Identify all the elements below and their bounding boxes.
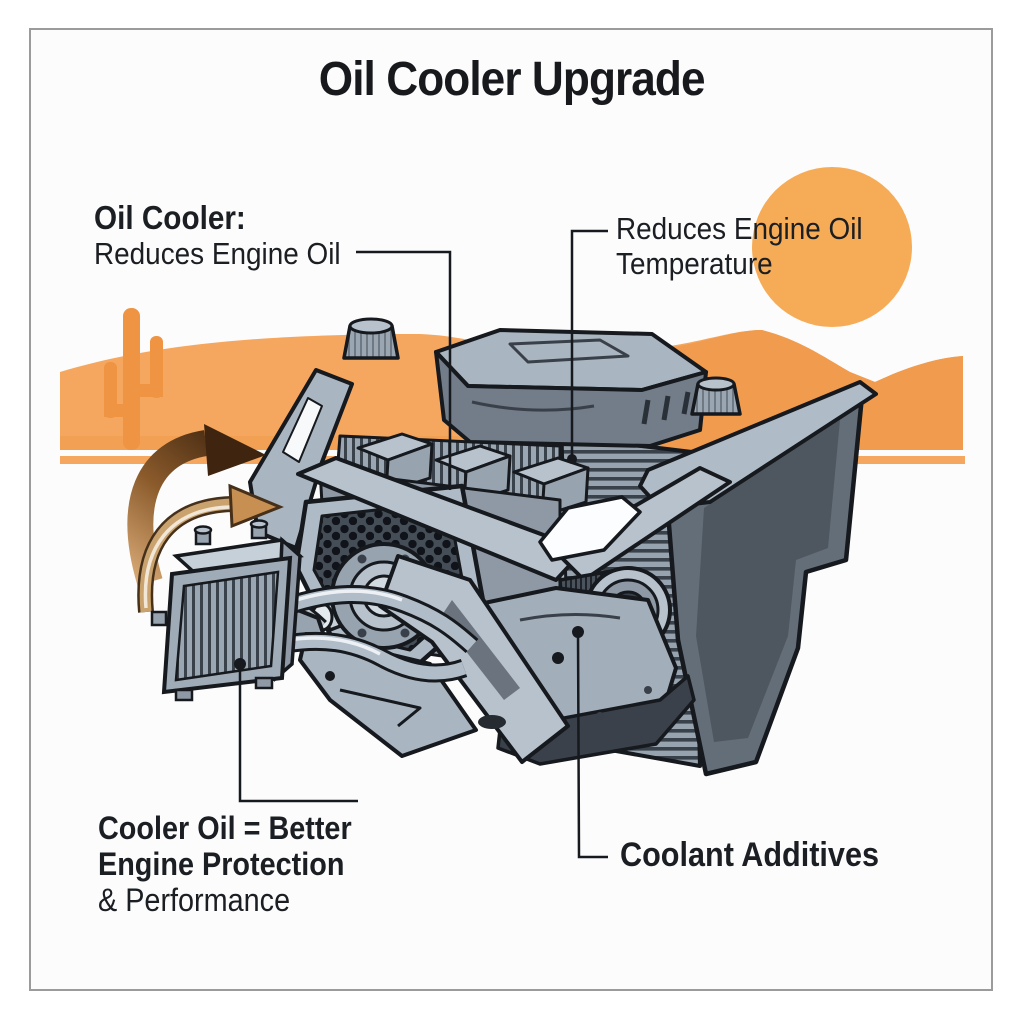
label-oil-temperature-line2: Temperature	[616, 246, 773, 282]
oil-hose-lower	[284, 634, 467, 680]
label-oil-cooler-heading: Oil Cooler:	[94, 199, 246, 236]
label-oil-temperature-line1: Reduces Engine Oil	[616, 211, 863, 246]
label-benefit-line2: Engine Protection	[98, 846, 345, 883]
oil-cooler-graphic	[150, 519, 479, 702]
leader-benefit-label	[238, 664, 358, 803]
oil-flow-arrowhead-dark	[204, 424, 266, 476]
leader-coolant-label	[576, 631, 608, 859]
leader-lines	[234, 229, 608, 859]
label-oil-cooler: Oil Cooler: Reduces Engine Oil	[94, 199, 341, 271]
oil-flow-arrows	[127, 424, 284, 613]
label-cooler-oil-benefit: Cooler Oil = Better Engine Protection & …	[98, 810, 352, 918]
page-title: Oil Cooler Upgrade	[319, 53, 706, 106]
headlight	[538, 495, 642, 562]
label-coolant-text: Coolant Additives	[620, 836, 879, 874]
sun-graphic	[752, 167, 912, 327]
filler-cap-left	[342, 317, 400, 360]
label-oil-temperature: Reduces Engine Oil Temperature	[616, 211, 863, 281]
desert-dunes-right	[640, 330, 963, 450]
leader-oil-temp-label	[570, 229, 608, 458]
filler-cap-right	[690, 376, 742, 416]
label-benefit-line3: & Performance	[98, 882, 291, 919]
oil-hose-upper	[285, 587, 477, 651]
label-coolant-additives: Coolant Additives	[620, 836, 879, 874]
oil-flow-arrowhead-light	[228, 483, 284, 529]
cactus-graphic	[104, 308, 163, 450]
bumper-bars	[296, 456, 732, 582]
label-oil-cooler-body: Reduces Engine Oil	[94, 236, 341, 272]
leader-oil-cooler-label	[356, 250, 452, 490]
label-benefit-line1: Cooler Oil = Better	[98, 810, 352, 846]
